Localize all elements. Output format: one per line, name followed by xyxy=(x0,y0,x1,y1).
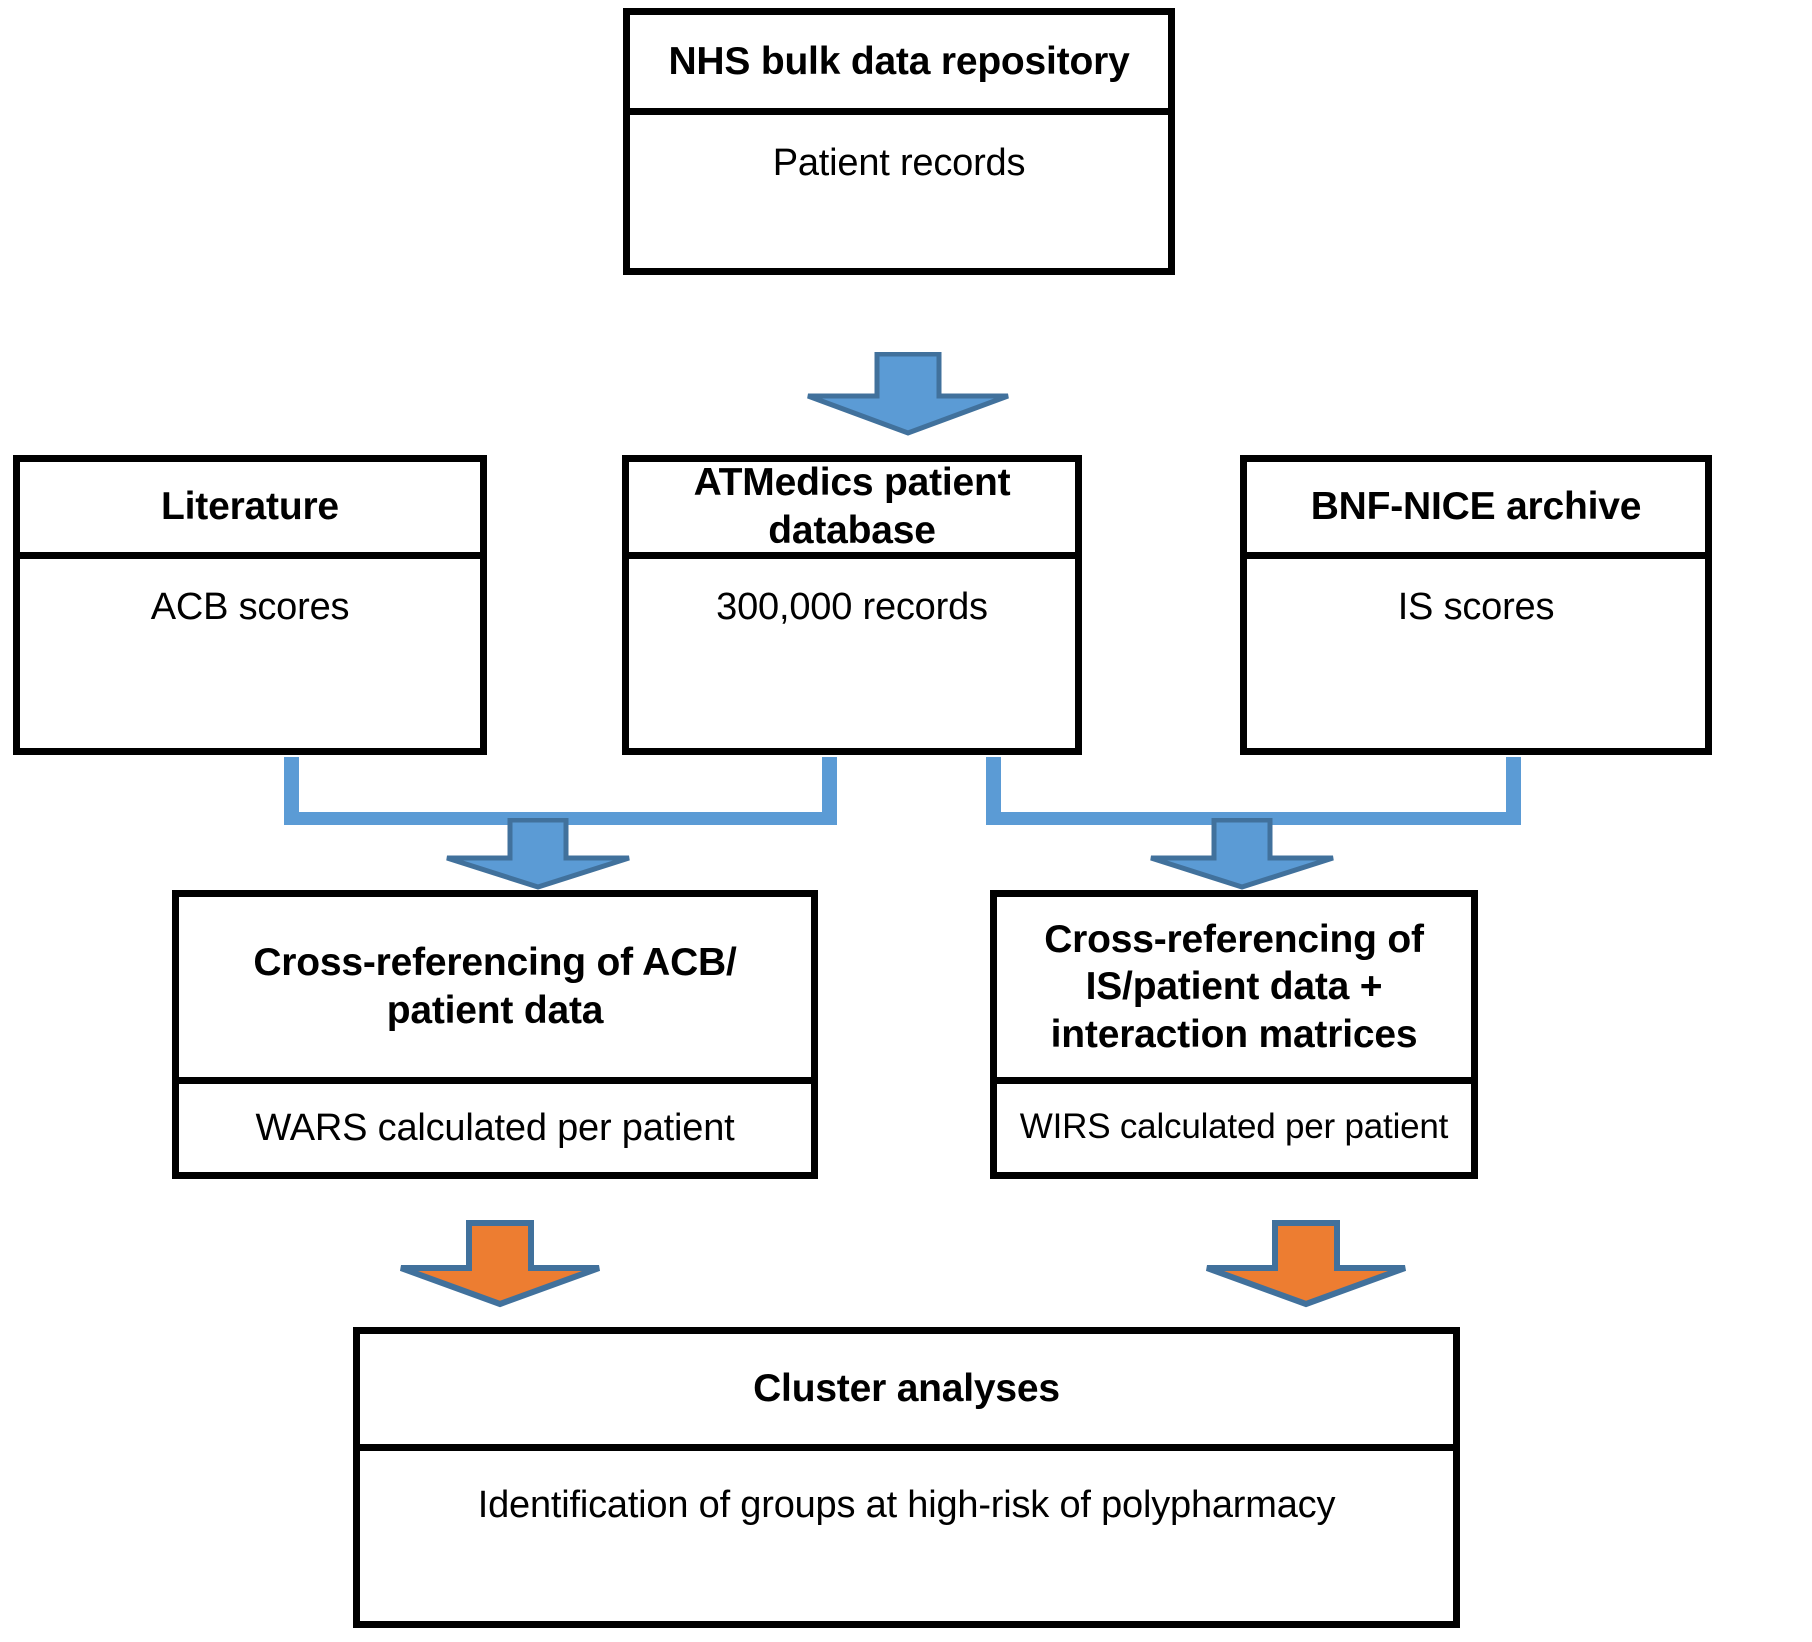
node-cluster-analyses: Cluster analyses Identification of group… xyxy=(353,1327,1460,1628)
node-atmedics-database: ATMedics patient database 300,000 record… xyxy=(622,455,1082,755)
node-atmedics-database-detail: 300,000 records xyxy=(716,586,988,628)
node-cross-ref-is: Cross-referencing of IS/patient data + i… xyxy=(990,890,1478,1179)
node-cross-ref-is-title: Cross-referencing of IS/patient data + i… xyxy=(997,897,1471,1084)
arrow-merge-to-cross-ref-is xyxy=(1145,818,1338,890)
node-atmedics-database-title: ATMedics patient database xyxy=(629,461,1075,559)
node-bnf-nice-archive-title: BNF-NICE archive xyxy=(1247,462,1705,559)
connector-left-merge-vertical-right xyxy=(822,757,837,825)
node-cross-ref-acb: Cross-referencing of ACB/ patient data W… xyxy=(172,890,818,1179)
connector-right-merge-vertical-right xyxy=(1506,757,1521,825)
node-cross-ref-acb-title: Cross-referencing of ACB/ patient data xyxy=(179,897,811,1084)
arrow-acb-to-cluster xyxy=(396,1220,604,1308)
node-bnf-nice-archive: BNF-NICE archive IS scores xyxy=(1240,455,1712,755)
node-cross-ref-is-detail: WIRS calculated per patient xyxy=(1019,1107,1449,1146)
node-cluster-analyses-title: Cluster analyses xyxy=(360,1334,1453,1451)
node-nhs-repository-title: NHS bulk data repository xyxy=(630,15,1168,115)
arrow-merge-to-cross-ref-acb xyxy=(441,818,634,890)
connector-left-merge-vertical-left xyxy=(284,757,299,825)
node-literature: Literature ACB scores xyxy=(13,455,487,755)
node-nhs-repository: NHS bulk data repository Patient records xyxy=(623,8,1175,275)
arrow-is-to-cluster xyxy=(1202,1220,1410,1308)
arrow-nhs-to-atmedics xyxy=(803,352,1013,436)
node-literature-title: Literature xyxy=(20,462,480,559)
node-bnf-nice-archive-detail: IS scores xyxy=(1397,586,1555,628)
node-cross-ref-acb-detail: WARS calculated per patient xyxy=(255,1107,735,1149)
node-literature-detail: ACB scores xyxy=(150,586,350,628)
node-nhs-repository-detail: Patient records xyxy=(772,142,1026,184)
node-cluster-analyses-detail: Identification of groups at high-risk of… xyxy=(477,1484,1336,1526)
connector-right-merge-vertical-left xyxy=(986,757,1001,825)
